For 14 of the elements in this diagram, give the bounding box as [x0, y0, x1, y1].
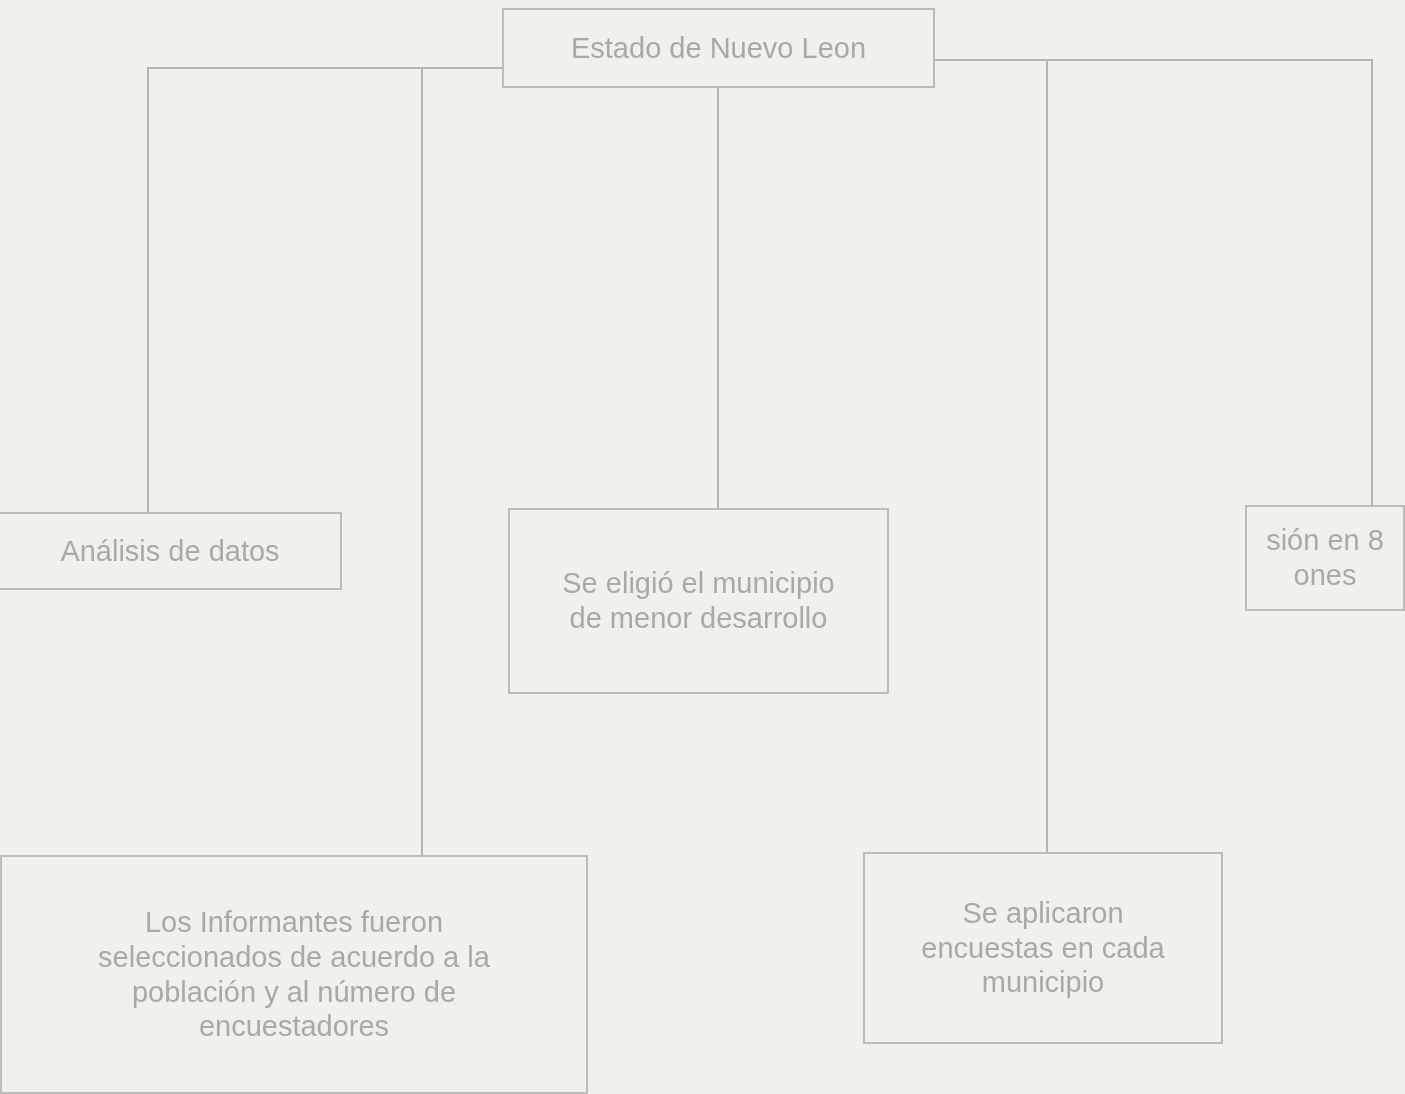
box-text: Se eligió el municipio de menor desarrollo [561, 566, 836, 636]
process-box [508, 508, 889, 694]
process-box [502, 8, 935, 88]
box-text: Estado de Nuevo Leon [570, 30, 867, 66]
box-text: Se aplicaron encuestas en cada municipio [920, 895, 1166, 1001]
connector-line [717, 87, 719, 509]
process-box [0, 855, 588, 1094]
process-box [863, 852, 1223, 1044]
box-text: Análisis de datos [60, 533, 280, 569]
box-text: Los Informantes fueron seleccionados de acuerdo a la población y al número de encuestadores [97, 904, 491, 1045]
box-text: sión en 8 ones [1265, 523, 1385, 593]
process-box [0, 512, 342, 590]
connector-line [934, 59, 1048, 853]
process-box [1245, 505, 1405, 611]
